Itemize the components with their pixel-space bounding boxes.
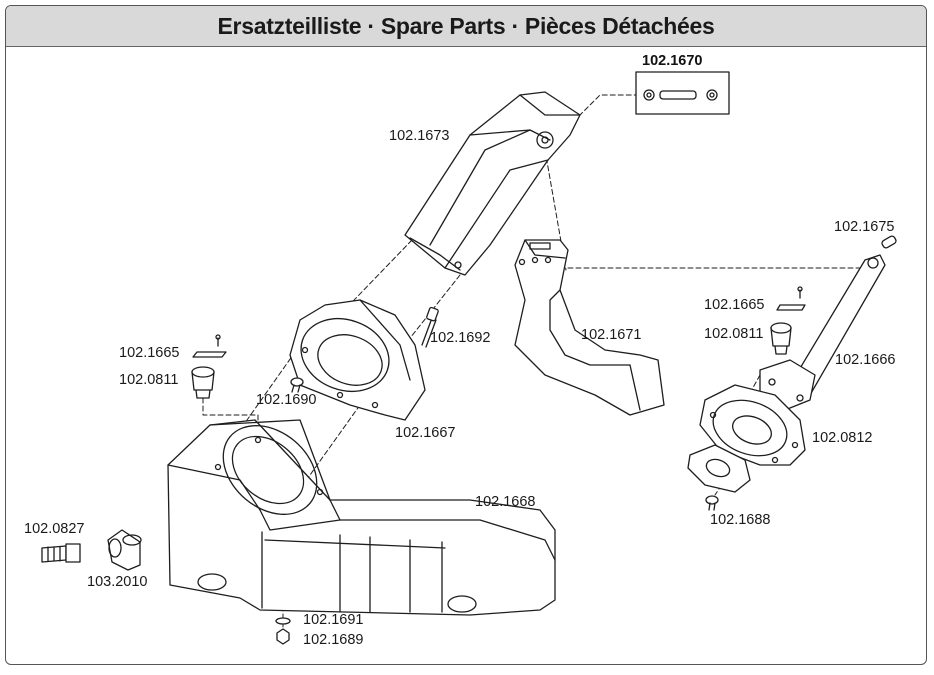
part-102-0812	[699, 384, 806, 466]
label-103-2010: 103.2010	[87, 574, 148, 590]
part-102-1689	[276, 628, 290, 645]
label-102-1671: 102.1671	[581, 327, 642, 343]
label-102-0812: 102.0812	[812, 430, 873, 446]
part-102-1673	[404, 91, 581, 276]
label-102-1673: 102.1673	[389, 128, 450, 144]
label-102-1675: 102.1675	[834, 219, 895, 235]
part-102-1675	[881, 235, 897, 249]
part-102-1671	[514, 239, 665, 416]
label-102-1688: 102.1688	[710, 512, 771, 528]
part-102-1667	[289, 299, 426, 421]
label-102-1665-right: 102.1665	[704, 297, 765, 313]
part-102-1691	[275, 617, 291, 625]
part-102-0811-left	[191, 366, 215, 399]
label-102-1665-left: 102.1665	[119, 345, 180, 361]
part-102-1670	[635, 71, 730, 115]
part-102-1692	[421, 306, 439, 348]
part-102-0811-right	[770, 322, 792, 355]
part-102-1668	[167, 419, 556, 616]
page-title: Ersatzteilliste · Spare Parts · Pièces D…	[217, 13, 715, 39]
label-102-1668: 102.1668	[475, 494, 536, 510]
label-102-0811-left: 102.0811	[119, 372, 179, 388]
part-102-1690	[290, 377, 304, 393]
part-102-0827	[41, 543, 81, 563]
gasket-plate	[687, 444, 751, 493]
part-102-1688	[705, 495, 719, 511]
label-102-1690: 102.1690	[256, 392, 317, 408]
label-102-0811-right: 102.0811	[704, 326, 764, 342]
title-bar: Ersatzteilliste · Spare Parts · Pièces D…	[6, 6, 926, 47]
label-102-0827: 102.0827	[24, 521, 85, 537]
label-102-1689: 102.1689	[303, 632, 364, 648]
label-102-1691: 102.1691	[303, 612, 364, 628]
label-102-1670: 102.1670	[642, 53, 703, 69]
label-102-1667: 102.1667	[395, 425, 456, 441]
label-102-1666: 102.1666	[835, 352, 896, 368]
part-103-2010	[107, 529, 142, 571]
label-102-1692: 102.1692	[430, 330, 491, 346]
part-102-1665-right	[776, 286, 806, 311]
part-102-1665-left	[192, 334, 227, 358]
